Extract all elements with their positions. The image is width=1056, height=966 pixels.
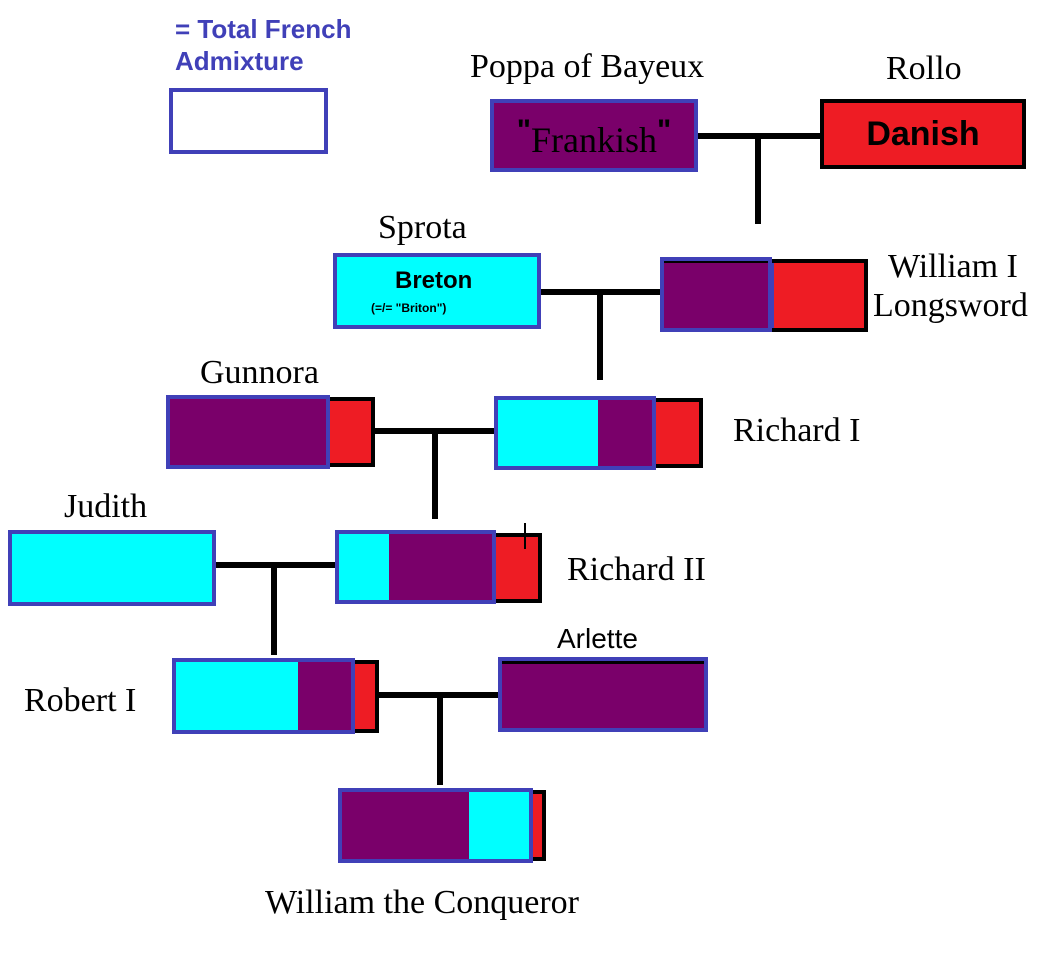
william-conqueror-french-outline — [338, 788, 533, 863]
arlette-name: Arlette — [557, 623, 638, 654]
william-longsword-name-line2: Longsword — [873, 287, 1028, 324]
poppa-label: Frankish — [531, 120, 657, 160]
poppa-ancestry-box: "Frankish" — [490, 99, 698, 172]
legend-text-line2: Admixture — [175, 46, 304, 76]
connector-richard1-drop — [597, 292, 603, 380]
richard2-name: Richard II — [567, 551, 706, 588]
legend-swatch — [169, 88, 328, 154]
rollo-label: Danish — [866, 114, 980, 153]
richard1-breton-share — [498, 400, 598, 466]
william-longsword-frankish-share — [664, 263, 774, 328]
connector-longsword-drop — [755, 136, 761, 224]
sprota-sublabel: (=/= "Briton") — [371, 301, 447, 315]
william-longsword-name-line1: William I — [888, 248, 1018, 285]
sprota-name: Sprota — [378, 209, 467, 246]
william-conqueror-name: William the Conqueror — [265, 884, 580, 921]
judith-ancestry-box — [8, 530, 216, 606]
legend-text-line1: = Total French — [175, 14, 352, 44]
arlette-ancestry-box — [498, 657, 708, 732]
connector-richard2-drop — [432, 431, 438, 519]
gunnora-name: Gunnora — [200, 354, 319, 391]
judith-name: Judith — [64, 488, 148, 525]
sprota-label: Breton — [395, 267, 473, 294]
connector-robert1-drop — [271, 565, 277, 655]
richard1-french-outline — [494, 396, 656, 470]
rollo-ancestry-box: Danish — [820, 99, 1026, 169]
robert1-breton-share — [176, 662, 298, 730]
rollo-name: Rollo — [886, 50, 962, 87]
william-longsword-french-outline — [660, 257, 772, 332]
sprota-ancestry-box: Breton (=/= "Briton") — [333, 253, 541, 329]
robert1-name: Robert I — [24, 682, 137, 719]
richard2-breton-share — [339, 534, 389, 600]
robert1-french-outline — [172, 658, 355, 734]
richard1-name: Richard I — [733, 412, 861, 449]
william-conqueror-frankish-share — [342, 792, 469, 859]
connector-conqueror-drop — [437, 695, 443, 785]
richard2-french-outline — [335, 530, 496, 604]
richard2-tick-mark — [524, 523, 526, 549]
poppa-name: Poppa of Bayeux — [470, 48, 705, 85]
gunnora-french-outline — [166, 395, 330, 469]
